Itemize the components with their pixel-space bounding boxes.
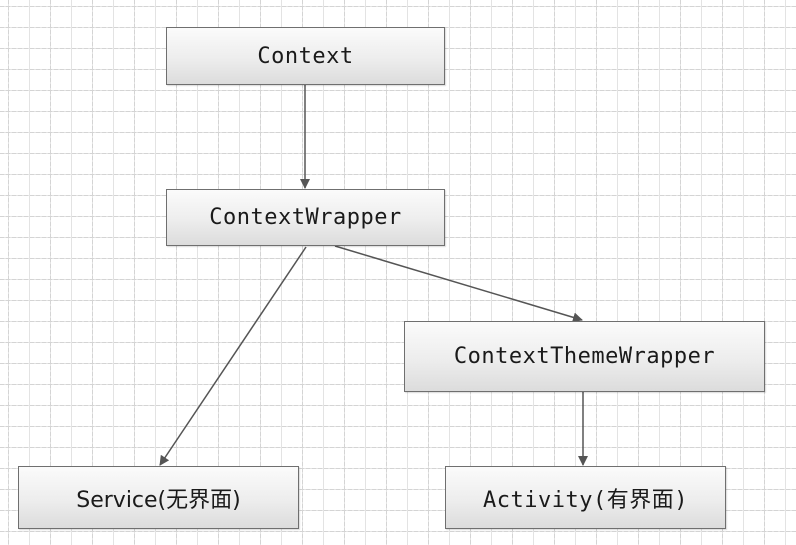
- node-context-theme-wrapper[interactable]: ContextThemeWrapper: [404, 321, 765, 392]
- node-activity-label: Activity(有界面): [483, 487, 688, 513]
- node-service-label: Service(无界面): [76, 487, 241, 513]
- edge-contextwrapper-to-contextthemewrapper: [334, 245, 583, 323]
- node-context-theme-wrapper-label: ContextThemeWrapper: [453, 344, 716, 369]
- node-service[interactable]: Service(无界面): [18, 466, 299, 529]
- node-context-wrapper-label: ContextWrapper: [209, 205, 402, 230]
- node-activity[interactable]: Activity(有界面): [445, 466, 726, 529]
- node-context-wrapper[interactable]: ContextWrapper: [166, 189, 445, 246]
- node-context-label: Context: [257, 43, 354, 69]
- node-context[interactable]: Context: [166, 27, 445, 85]
- edge-contextwrapper-to-service: [159, 246, 307, 466]
